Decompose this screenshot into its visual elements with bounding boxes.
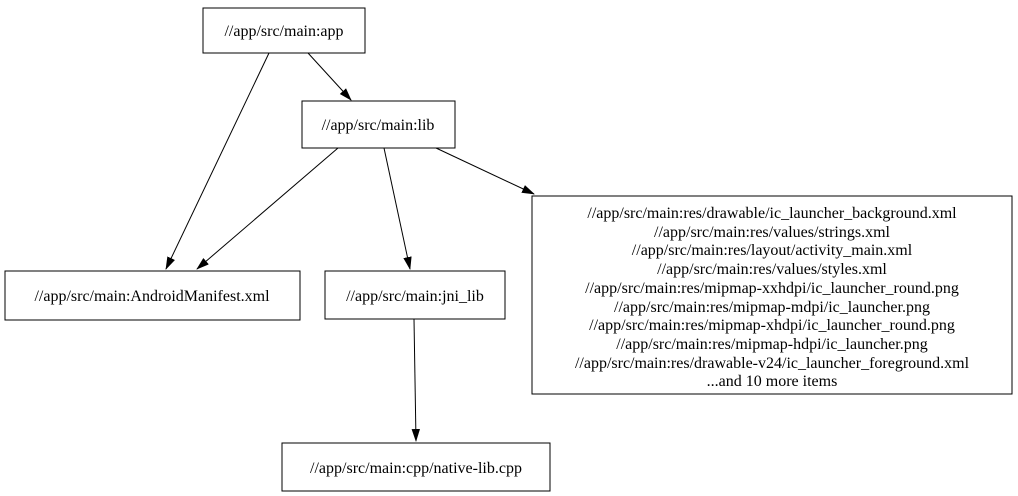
edge-lib-to-jni-lib bbox=[383, 147, 412, 270]
node-jni-lib-box bbox=[324, 270, 506, 320]
edge-app-to-android-manifest bbox=[165, 52, 270, 270]
node-lib-label: //app/src/main:lib bbox=[322, 117, 435, 134]
node-lib: //app/src/main:lib bbox=[301, 100, 456, 149]
edge-app-to-lib bbox=[307, 52, 352, 101]
node-jni-lib: //app/src/main:jni_lib bbox=[324, 270, 506, 320]
node-jni-lib-label: //app/src/main:jni_lib bbox=[346, 288, 484, 305]
node-res-group-line: //app/src/main:res/mipmap-xxhdpi/ic_laun… bbox=[585, 280, 959, 297]
node-res-group-line: //app/src/main:res/mipmap-hdpi/ic_launch… bbox=[616, 336, 927, 353]
node-res-group-more-items: ...and 10 more items bbox=[707, 373, 838, 390]
node-lib-box bbox=[301, 100, 456, 149]
node-android-manifest-box bbox=[4, 270, 301, 321]
node-native-lib-cpp: //app/src/main:cpp/native-lib.cpp bbox=[281, 442, 551, 492]
node-res-group-line: //app/src/main:res/mipmap-mdpi/ic_launch… bbox=[614, 299, 930, 316]
edges bbox=[165, 52, 535, 442]
node-res-group: //app/src/main:res/drawable/ic_launcher_… bbox=[531, 195, 1013, 395]
node-native-lib-cpp-box bbox=[281, 442, 551, 492]
node-res-group-line: //app/src/main:res/drawable-v24/ic_launc… bbox=[575, 355, 970, 372]
node-android-manifest: //app/src/main:AndroidManifest.xml bbox=[4, 270, 301, 321]
edge-lib-to-android-manifest bbox=[196, 147, 339, 270]
node-app-label: //app/src/main:app bbox=[224, 23, 343, 40]
edge-lib-to-res-group bbox=[435, 147, 535, 195]
node-app: //app/src/main:app bbox=[202, 7, 366, 54]
edge-jni-lib-to-native-lib-cpp bbox=[411, 318, 421, 442]
node-res-group-line: //app/src/main:res/values/styles.xml bbox=[657, 261, 887, 278]
node-android-manifest-label: //app/src/main:AndroidManifest.xml bbox=[34, 288, 270, 305]
node-res-group-line: //app/src/main:res/values/strings.xml bbox=[654, 224, 891, 241]
node-native-lib-cpp-label: //app/src/main:cpp/native-lib.cpp bbox=[310, 460, 522, 477]
node-res-group-line: //app/src/main:res/drawable/ic_launcher_… bbox=[587, 205, 957, 222]
node-app-box bbox=[202, 7, 366, 54]
node-res-group-line: //app/src/main:res/layout/activity_main.… bbox=[632, 242, 913, 259]
node-res-group-line: //app/src/main:res/mipmap-xhdpi/ic_launc… bbox=[589, 317, 955, 334]
node-res-group-box bbox=[531, 195, 1013, 395]
